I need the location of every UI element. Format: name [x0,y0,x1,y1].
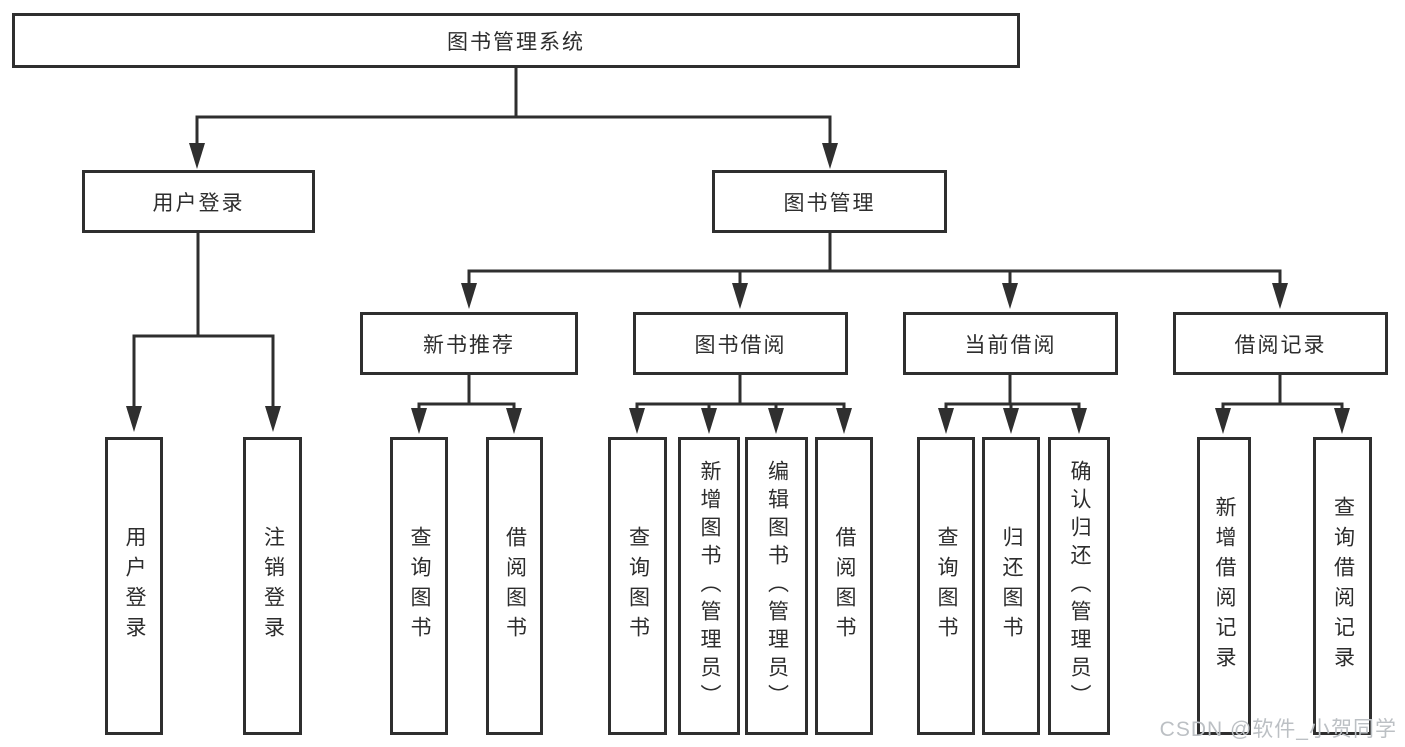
node-book-management: 图书管理 [712,170,947,233]
leaf-current-confirm-return-admin: 确认归还（管理员） [1048,437,1110,735]
leaf-borrowing-edit-books-admin: 编辑图书（管理员） [745,437,808,735]
leaf-user-login: 用户登录 [105,437,163,735]
node-book-borrowing: 图书借阅 [633,312,848,375]
leaf-records-query-record: 查询借阅记录 [1313,437,1372,735]
node-new-book-recommend: 新书推荐 [360,312,578,375]
node-root-system: 图书管理系统 [12,13,1020,68]
leaf-records-add-record: 新增借阅记录 [1197,437,1251,735]
node-user-login: 用户登录 [82,170,315,233]
leaf-logout: 注销登录 [243,437,302,735]
leaf-current-query-books: 查询图书 [917,437,975,735]
leaf-borrowing-borrow-books: 借阅图书 [815,437,873,735]
leaf-newrec-query-books: 查询图书 [390,437,448,735]
leaf-borrowing-add-books-admin: 新增图书（管理员） [678,437,740,735]
node-borrowing-records: 借阅记录 [1173,312,1388,375]
leaf-current-return-books: 归还图书 [982,437,1040,735]
csdn-watermark: CSDN @软件_小贺同学 [1159,718,1397,741]
node-current-borrowing: 当前借阅 [903,312,1118,375]
leaf-newrec-borrow-books: 借阅图书 [486,437,543,735]
leaf-borrowing-query-books: 查询图书 [608,437,667,735]
